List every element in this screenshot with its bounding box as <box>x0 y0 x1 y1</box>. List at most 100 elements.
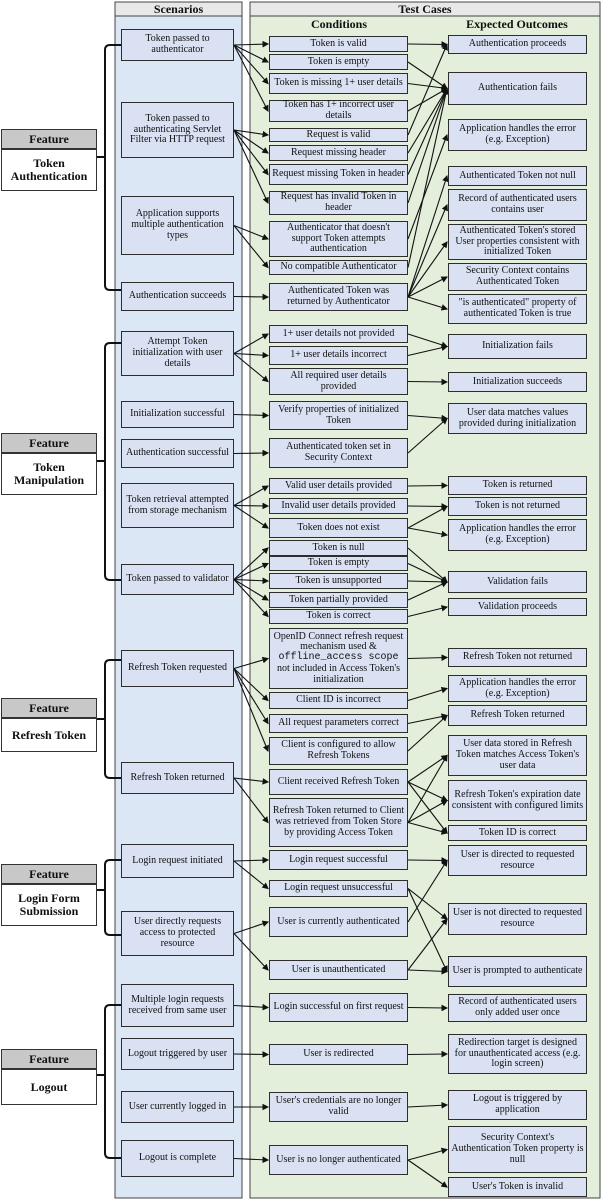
outcome-box: Initialization succeeds <box>448 372 587 392</box>
condition-box: All request parameters correct <box>269 714 408 733</box>
feature-name: Refresh Token <box>1 718 97 752</box>
condition-box: User is redirected <box>269 1044 408 1065</box>
condition-box: Request is valid <box>269 128 408 142</box>
condition-box: Invalid user details provided <box>269 498 408 514</box>
outcome-box: Token ID is correct <box>448 825 587 841</box>
condition-box: Refresh Token returned to Client was ret… <box>269 798 408 847</box>
outcome-box: Security Context contains Authenticated … <box>448 263 587 291</box>
outcome-box: Token is returned <box>448 476 587 495</box>
scenario-box: Logout is complete <box>121 1140 234 1177</box>
outcome-box: Application handles the error (e.g. Exce… <box>448 119 587 151</box>
offline-access-scope-code: offline_access scope <box>278 652 399 664</box>
outcome-box: Validation proceeds <box>448 598 587 616</box>
condition-box: Login request unsuccessful <box>269 880 408 897</box>
condition-box: Token does not exist <box>269 518 408 538</box>
scenario-box: Token passed to authenticator <box>121 29 234 61</box>
outcome-box: Application handles the error (e.g. Exce… <box>448 519 587 551</box>
condition-box: Client received Refresh Token <box>269 769 408 795</box>
outcome-box: Refresh Token not returned <box>448 648 587 667</box>
scenario-box: Refresh Token returned <box>121 762 234 794</box>
condition-box: 1+ user details not provided <box>269 325 408 343</box>
scenario-box: Login request initiated <box>121 844 234 878</box>
scenario-box: Token passed to validator <box>121 564 234 595</box>
condition-box: Token has 1+ incorrect user details <box>269 99 408 122</box>
condition-box: Valid user details provided <box>269 478 408 494</box>
outcome-box: User data stored in Refresh Token matche… <box>448 735 587 776</box>
outcome-box: User is not directed to requested resour… <box>448 903 587 935</box>
condition-box: All required user details provided <box>269 368 408 395</box>
condition-box: Verify properties of initialized Token <box>269 401 408 430</box>
feature-name: Logout <box>1 1069 97 1105</box>
outcome-box: "is authenticated" property of authentic… <box>448 294 587 324</box>
outcome-box: Refresh Token returned <box>448 705 587 726</box>
scenarios-header-bar <box>114 1 243 17</box>
outcome-box: Authenticated Token's stored User proper… <box>448 224 587 260</box>
outcome-box: Authenticated Token not null <box>448 166 587 186</box>
condition-box: User's credentials are no longer valid <box>269 1092 408 1122</box>
outcome-box: Redirection target is designed for unaut… <box>448 1034 587 1074</box>
outcome-box: Validation fails <box>448 571 587 593</box>
condition-box: Token is null <box>269 540 408 556</box>
condition-box: Authenticated token set in Security Cont… <box>269 438 408 468</box>
feature-head: Feature <box>1 864 97 884</box>
condition-box: Token is valid <box>269 36 408 52</box>
feature-name: Login Form Submission <box>1 884 97 926</box>
scenario-box: Authentication successful <box>121 439 234 468</box>
outcomes-header: Expected Outcomes <box>466 17 568 31</box>
condition-box: OpenID Connect refresh request mechanism… <box>269 628 408 689</box>
condition-box: Client is configured to allow Refresh To… <box>269 737 408 765</box>
scenario-box: Token passed to authenticating Servlet F… <box>121 102 234 158</box>
scenarios-header: Scenarios <box>153 2 204 16</box>
feature-head: Feature <box>1 1049 97 1069</box>
outcome-box: Application handles the error (e.g. Exce… <box>448 675 587 702</box>
scenario-box: Logout triggered by user <box>121 1038 234 1070</box>
condition-box: Token is unsupported <box>269 573 408 589</box>
condition-box: Token is empty <box>269 54 408 70</box>
outcome-box: Refresh Token's expiration date consiste… <box>448 780 587 821</box>
condition-box: User is currently authenticated <box>269 907 408 937</box>
scenario-box: User currently logged in <box>121 1091 234 1123</box>
condition-box: Request missing Token in header <box>269 164 408 185</box>
openid-condition-text: OpenID Connect refresh request mechanism… <box>273 630 404 653</box>
outcome-box: Token is not returned <box>448 497 587 516</box>
condition-box: Client ID is incorrect <box>269 692 408 709</box>
condition-box: Request missing header <box>269 145 408 161</box>
feature-head: Feature <box>1 129 97 149</box>
condition-box: Request has invalid Token in header <box>269 191 408 215</box>
scenario-box: User directly requests access to protect… <box>121 911 234 956</box>
condition-box: No compatible Authenticator <box>269 260 408 275</box>
scenario-box: Multiple login requests received from sa… <box>121 984 234 1027</box>
feature-head: Feature <box>1 433 97 453</box>
feature-name: Token Authentication <box>1 149 97 191</box>
condition-box: Token is correct <box>269 609 408 624</box>
test-cases-header-bar <box>249 1 601 17</box>
feature-name: Token Manipulation <box>1 453 97 495</box>
scenario-box: Token retrieval attempted from storage m… <box>121 483 234 528</box>
condition-box: Login request successful <box>269 850 408 870</box>
scenario-box: Authentication succeeds <box>121 282 234 311</box>
outcome-box: User is directed to requested resource <box>448 845 587 876</box>
scenario-box: Application supports multiple authentica… <box>121 196 234 255</box>
outcome-box: User's Token is invalid <box>448 1177 587 1197</box>
condition-box: User is no longer authenticated <box>269 1145 408 1175</box>
outcome-box: Authentication fails <box>448 72 587 105</box>
scenario-box: Attempt Token initialization with user d… <box>121 331 234 376</box>
condition-box: User is unauthenticated <box>269 960 408 980</box>
outcome-box: User data matches values provided during… <box>448 403 587 434</box>
outcome-box: User is prompted to authenticate <box>448 956 587 987</box>
test-cases-header: Test Cases <box>398 2 452 16</box>
condition-box: Authenticated Token was returned by Auth… <box>269 283 408 311</box>
outcome-box: Security Context's Authentication Token … <box>448 1126 587 1173</box>
condition-box: 1+ user details incorrect <box>269 346 408 365</box>
outcome-box: Logout is triggered by application <box>448 1090 587 1120</box>
conditions-header: Conditions <box>310 17 368 31</box>
openid-condition-text: not included in Access Token's initializ… <box>276 662 401 685</box>
scenario-box: Initialization successful <box>121 401 234 428</box>
outcome-box: Authentication proceeds <box>448 35 587 54</box>
condition-box: Token is missing 1+ user details <box>269 73 408 94</box>
feature-head: Feature <box>1 698 97 718</box>
outcome-box: Initialization fails <box>448 334 587 359</box>
outcome-box: Record of authenticated users only added… <box>448 994 587 1022</box>
condition-box: Authenticator that doesn't support Token… <box>269 221 408 257</box>
